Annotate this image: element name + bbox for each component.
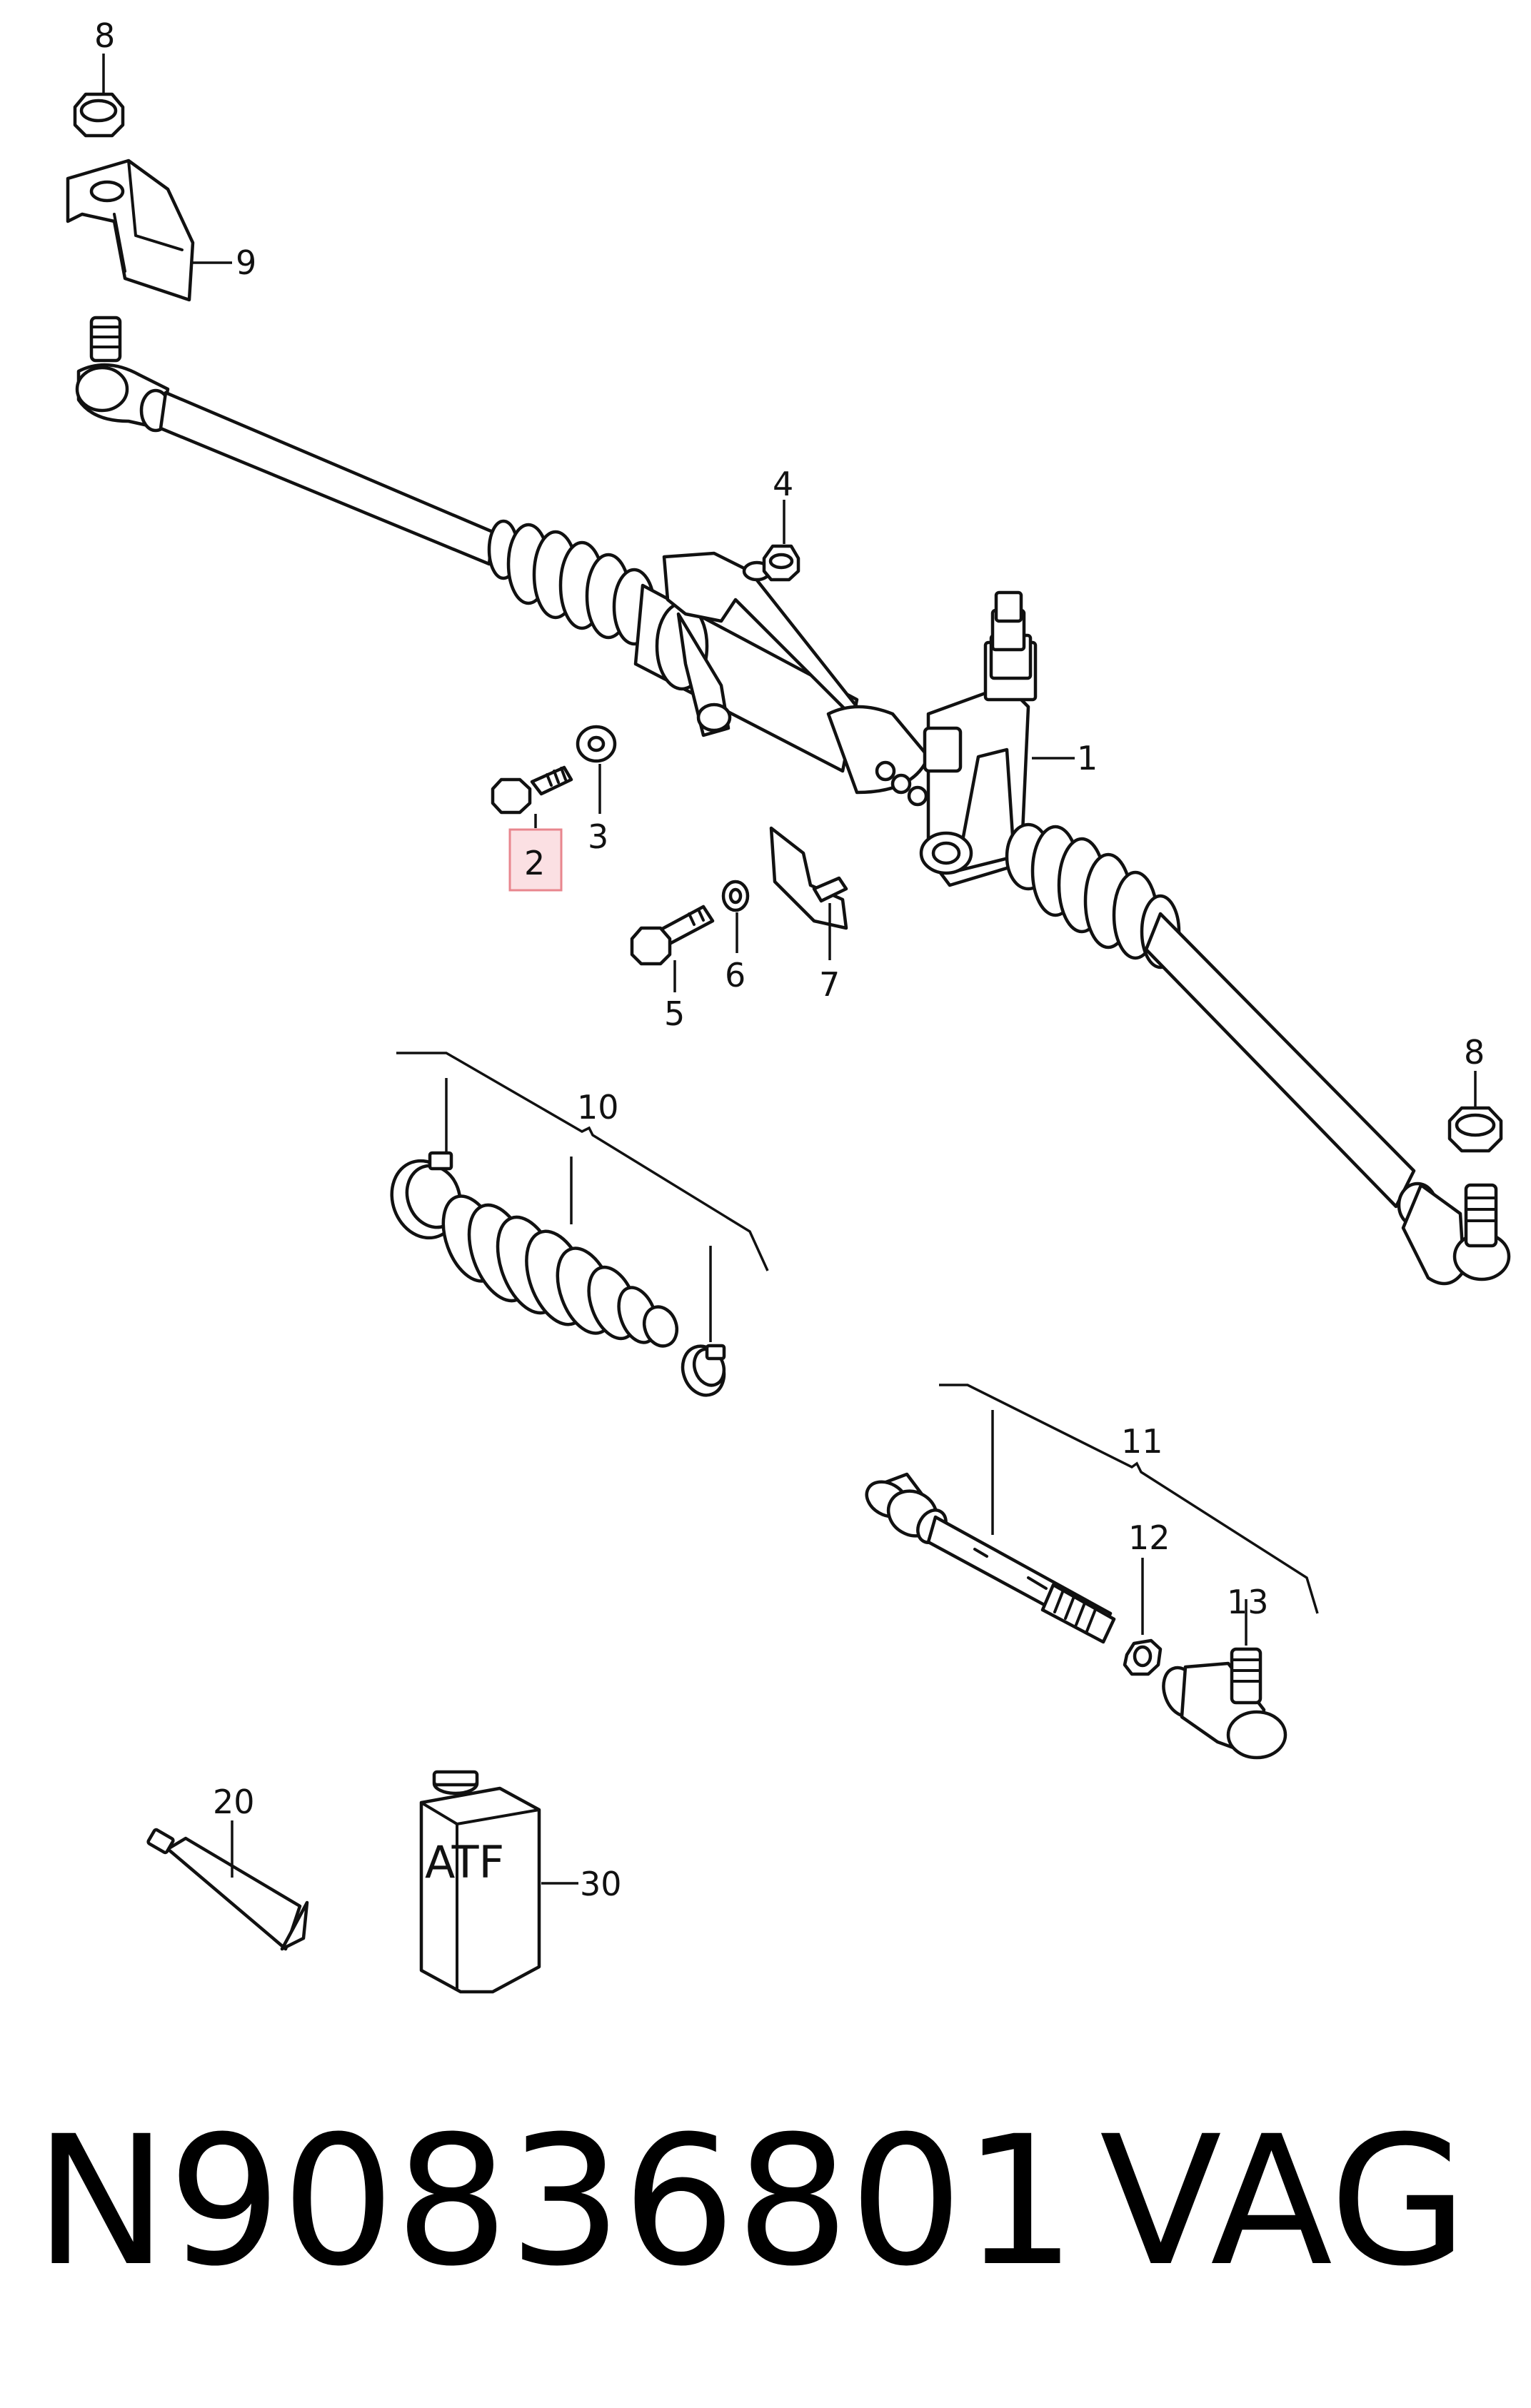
left-tie-rod[interactable] (159, 391, 495, 566)
group-10-bracket-line (396, 1052, 769, 1342)
callout-7: 7 (819, 965, 840, 1004)
part-5-bolt[interactable] (630, 905, 715, 992)
right-tie-rod-end[interactable] (1397, 1182, 1511, 1286)
left-steering-boot[interactable] (487, 519, 656, 646)
right-steering-boot[interactable] (1005, 822, 1181, 969)
part-number-text: N90836801 (34, 2097, 1076, 2305)
brand-text: VAG (1100, 2097, 1467, 2305)
part-1-steering-rack[interactable] (633, 551, 1075, 887)
part-30-atf-container[interactable] (419, 1770, 578, 1994)
callout-10: 10 (577, 1088, 619, 1127)
callout-20: 20 (213, 1783, 255, 1821)
part-10-boot[interactable] (433, 1189, 682, 1351)
callout-1: 1 (1077, 739, 1098, 777)
part-8-top-nut[interactable] (73, 54, 125, 138)
part-8-right-nut[interactable] (1447, 1071, 1503, 1153)
callout-6: 6 (725, 956, 746, 994)
callout-3: 3 (588, 817, 608, 856)
callout-13: 13 (1227, 1583, 1269, 1621)
part-7-plate[interactable] (769, 826, 848, 960)
callout-8-top: 8 (94, 16, 115, 55)
callout-4: 4 (773, 465, 793, 503)
part-12-nut[interactable] (1123, 1638, 1163, 1676)
left-tie-rod-end[interactable] (75, 316, 172, 433)
part-2-highlight-box (508, 828, 563, 892)
part-2-bolt[interactable] (491, 765, 573, 828)
part-10-clamp-small[interactable] (676, 1341, 731, 1401)
callout-5: 5 (664, 994, 685, 1033)
callout-2: 2 (524, 844, 545, 882)
group-11-bracket-line (939, 1384, 1319, 1646)
right-tie-rod[interactable] (1144, 912, 1416, 1209)
callout-8-right: 8 (1464, 1033, 1485, 1072)
callout-9: 9 (236, 243, 256, 282)
callout-12: 12 (1128, 1518, 1170, 1557)
part-3-washer[interactable] (576, 725, 617, 814)
part-9-bracket[interactable] (66, 158, 232, 302)
part-13-outer-tie-rod-end[interactable] (1157, 1647, 1287, 1760)
atf-label: ATF (425, 1836, 504, 1888)
callout-11: 11 (1121, 1422, 1163, 1461)
part-20-grease-tube[interactable] (146, 1820, 309, 1951)
part-6-washer[interactable] (721, 880, 750, 953)
part-11-inner-tie-rod[interactable] (860, 1472, 1116, 1644)
part-4-nut[interactable] (762, 500, 800, 582)
callout-30: 30 (580, 1865, 622, 1903)
